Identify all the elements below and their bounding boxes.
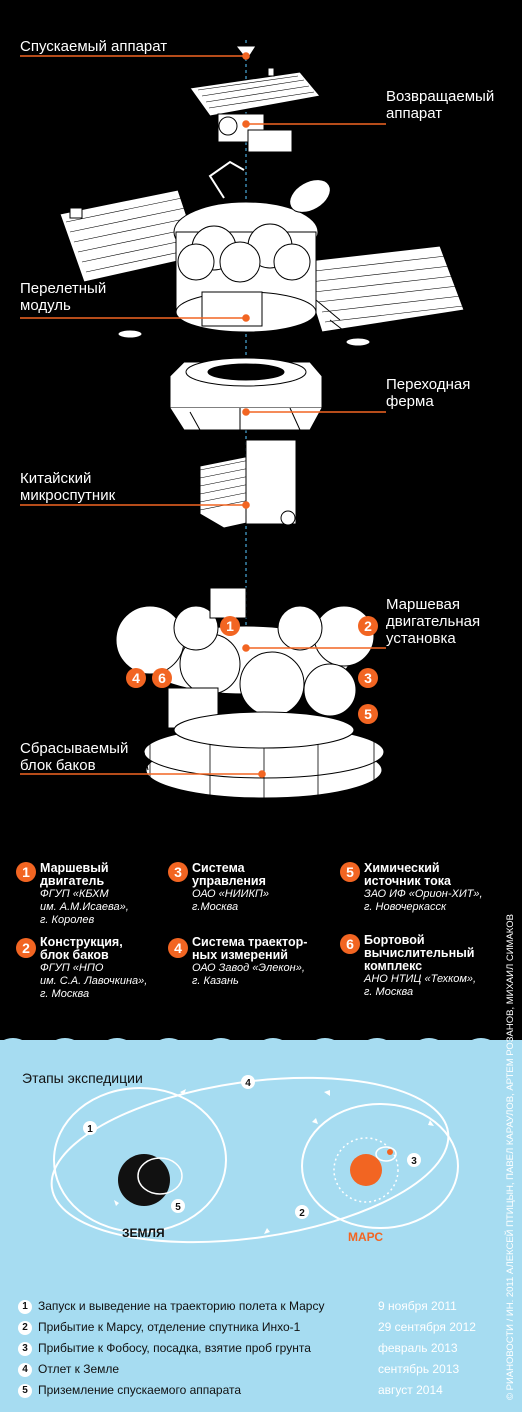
badge-3: 3 xyxy=(358,668,378,688)
badge-6: 6 xyxy=(152,668,172,688)
stage-num: 3 xyxy=(18,1341,32,1356)
label-return: Возвращаемый аппарат xyxy=(386,88,495,122)
legend-sub: им. С.А. Лавочкина», xyxy=(40,975,148,987)
legend-title: Конструкция, xyxy=(40,935,123,949)
legend-sub: г.Москва xyxy=(192,901,239,913)
legend-title: вычислительный xyxy=(364,946,475,960)
wavy-edge xyxy=(0,1038,522,1052)
legend-title: Бортовой xyxy=(364,933,425,947)
orbit-step-2: 2 xyxy=(299,1208,305,1219)
stage-text: Отлет к Земле xyxy=(38,1362,120,1376)
stage-text: Приземление спускаемого аппарата xyxy=(38,1383,242,1397)
stage-text: Прибытие к Марсу, отделение спутника Инх… xyxy=(38,1320,301,1334)
orbit-diagram: 4 1 5 2 3 xyxy=(50,1075,459,1244)
stage-row: 4 Отлет к Земле xyxy=(18,1361,119,1378)
spacecraft-illustration xyxy=(20,40,465,800)
legend-title: двигатель xyxy=(40,874,105,888)
badge-5: 5 xyxy=(358,704,378,724)
orbit-step-1: 1 xyxy=(87,1124,93,1135)
legend-title: Система xyxy=(192,861,245,875)
leader-lines xyxy=(20,52,386,778)
flight-module xyxy=(59,159,465,347)
badge-2: 2 xyxy=(358,616,378,636)
legend-sub: АНО НТИЦ «Техком», xyxy=(364,973,477,985)
stage-row: 1 Запуск и выведение на траекторию полета… xyxy=(18,1298,324,1315)
legend-badge: 2 xyxy=(16,938,36,958)
stage-date: 29 сентября 2012 xyxy=(378,1320,476,1334)
stage-date: 9 ноября 2011 xyxy=(378,1299,457,1313)
legend-title: ных измерений xyxy=(192,948,288,962)
legend-badge: 5 xyxy=(340,862,360,882)
stage-date: август 2014 xyxy=(378,1383,443,1397)
adapter-truss xyxy=(169,357,323,431)
stage-date: сентябрь 2013 xyxy=(378,1362,460,1376)
legend-badge: 6 xyxy=(340,934,360,954)
stage-num: 1 xyxy=(18,1299,32,1314)
legend-sub: г. Москва xyxy=(364,986,414,998)
orbit-step-5: 5 xyxy=(175,1202,181,1213)
stage-text: Прибытие к Фобосу, посадка, взятие проб … xyxy=(38,1341,311,1355)
legend-sub: г. Казань xyxy=(192,975,239,987)
propulsion-unit xyxy=(115,559,375,729)
chinese-microsatellite xyxy=(199,439,297,529)
legend-title: Маршевый xyxy=(40,861,109,875)
legend-title: источник тока xyxy=(364,874,451,888)
label-adapter: Переходная ферма xyxy=(386,376,471,410)
earth-label: ЗЕМЛЯ xyxy=(122,1226,165,1240)
label-propulsion: Маршевая двигательная установка xyxy=(386,596,481,647)
stage-text: Запуск и выведение на траекторию полета … xyxy=(38,1299,325,1313)
legend-sub: ФГУП «КБХМ xyxy=(40,888,109,900)
legend-sub: ЗАО ИФ «Орион-ХИТ», xyxy=(364,888,483,900)
legend-sub: ОАО «НИИКП» xyxy=(192,888,270,900)
legend-sub: ФГУП «НПО xyxy=(40,962,104,974)
stage-row: 5 Приземление спускаемого аппарата xyxy=(18,1382,241,1399)
label-microsatellite: Китайский микроспутник xyxy=(20,470,116,504)
legend-sub: г. Королев xyxy=(40,914,95,926)
earth-icon xyxy=(118,1154,170,1206)
mars-label: МАРС xyxy=(348,1230,384,1244)
label-flight-module: Перелетный модуль xyxy=(20,280,107,314)
stage-num: 2 xyxy=(18,1320,32,1335)
label-descent: Спускаемый аппарат xyxy=(20,38,168,55)
legend-sub: г. Новочеркасск xyxy=(364,901,447,913)
legend-title: Химический xyxy=(364,861,440,875)
orbit-step-3: 3 xyxy=(411,1156,417,1167)
expedition-title: Этапы экспедиции xyxy=(22,1070,143,1086)
legend-sub: им. А.М.Исаева», xyxy=(40,901,129,913)
badge-4: 4 xyxy=(126,668,146,688)
legend-badge: 3 xyxy=(168,862,188,882)
credits-vertical: © РИАНОВОСТИ / ИН. 2011 АЛЕКСЕЙ ПТИЦЫН, … xyxy=(505,914,516,1400)
stage-date: февраль 2013 xyxy=(378,1341,458,1355)
legend-title: управления xyxy=(192,874,266,888)
stage-num: 4 xyxy=(18,1362,32,1377)
stage-row: 3 Прибытие к Фобосу, посадка, взятие проб… xyxy=(18,1340,311,1357)
mars-icon xyxy=(350,1154,382,1186)
badge-1: 1 xyxy=(220,616,240,636)
legend-badge: 4 xyxy=(168,938,188,958)
legend-badge: 1 xyxy=(16,862,36,882)
orbit-step-4: 4 xyxy=(245,1078,251,1089)
stage-num: 5 xyxy=(18,1383,32,1398)
legend-sub: ОАО Завод «Элекон», xyxy=(192,962,305,974)
return-vehicle xyxy=(189,67,321,153)
legend-sub: г. Москва xyxy=(40,988,90,1000)
legend-title: блок баков xyxy=(40,948,109,962)
legend-title: комплекс xyxy=(364,959,423,973)
label-drop-tanks: Сбрасываемый блок баков xyxy=(20,740,129,774)
stage-row: 2 Прибытие к Марсу, отделение спутника Ин… xyxy=(18,1319,300,1336)
legend-title: Система траектор- xyxy=(192,935,308,949)
drop-tank-block xyxy=(143,711,385,800)
